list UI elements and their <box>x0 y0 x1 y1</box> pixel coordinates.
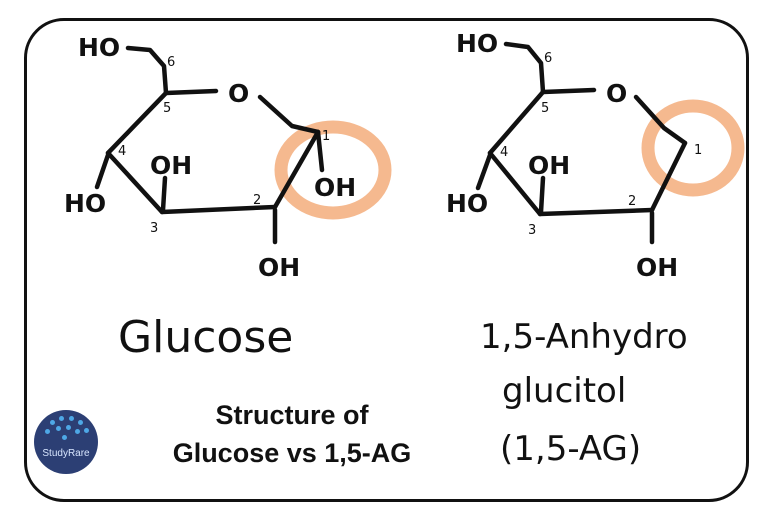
anhydro-bond-o-c1 <box>633 94 688 146</box>
anhydro-oh-c3: OH <box>528 151 570 180</box>
glucose-bond-c3-oh <box>160 175 168 213</box>
anhydro-name-line2: glucitol <box>502 371 626 411</box>
glucose-carbon-1: 1 <box>322 129 330 144</box>
anhydro-bond-c5-o <box>540 87 597 95</box>
glucose-ho-c4: HO <box>64 189 106 218</box>
anhydro-ring-o: O <box>606 79 627 108</box>
anhydro-bond-c2-c1 <box>649 140 688 213</box>
glucose-structure: HO O OH OH OH HO 1 2 3 4 5 6 Glucose <box>64 33 392 363</box>
anhydro-bond-c4-c3 <box>487 150 543 217</box>
glucose-carbon-6: 6 <box>167 55 175 70</box>
anhydro-bond-c3-c2 <box>537 207 655 217</box>
caption-line-2: Glucose vs 1,5-AG <box>172 438 412 468</box>
anhydro-carbon-4: 4 <box>500 145 508 160</box>
anhydro-carbon-3: 3 <box>528 223 536 238</box>
glucose-bond-c2-c1 <box>272 129 321 210</box>
glucose-oh-c1: OH <box>314 173 356 202</box>
anhydro-carbon-6: 6 <box>544 51 552 66</box>
figure-caption: Structure of Glucose vs 1,5-AG <box>142 396 442 472</box>
anhydro-oh-c2: OH <box>636 253 678 282</box>
anhydro-name-line3: (1,5-AG) <box>500 429 641 469</box>
rounded-frame <box>24 18 749 502</box>
anhydro-carbon-5: 5 <box>541 101 549 116</box>
glucose-bond-c4-ho <box>94 152 111 190</box>
anhydro-bond-c5-c4 <box>487 89 546 156</box>
anhydro-ho-c4: HO <box>446 189 488 218</box>
glucose-oh-c2: OH <box>258 253 300 282</box>
glucose-bond-c3-c2 <box>159 204 278 215</box>
anhydro-bond-c3-oh <box>538 175 546 215</box>
logo-text: StudyRare <box>42 448 90 459</box>
anhydro-name-line1: 1,5-Anhydro <box>480 317 688 357</box>
glucose-bond-c1-oh <box>315 129 325 173</box>
glucose-bond-c6 <box>125 45 169 96</box>
caption-line-1: Structure of <box>215 400 369 430</box>
glucose-carbon-5: 5 <box>163 101 171 116</box>
glucose-c1-highlight <box>274 120 392 220</box>
anhydro-bond-c4-ho <box>475 152 493 191</box>
glucose-bond-c4-c3 <box>105 150 165 215</box>
anhydro-ho-top: HO <box>456 29 498 58</box>
glucose-bond-o-c1 <box>257 94 321 135</box>
glucose-carbon-2: 2 <box>253 193 261 208</box>
glucose-bond-c5-c4 <box>105 90 169 156</box>
glucose-name: Glucose <box>118 312 293 363</box>
glucose-bond-c5-o <box>163 88 219 96</box>
anhydroglucitol-structure: HO O OH OH HO 1 2 3 4 5 6 1,5-Anhydro gl… <box>446 29 745 469</box>
anhydro-c1-highlight <box>641 99 745 197</box>
anhydro-carbon-2: 2 <box>628 194 636 209</box>
glucose-carbon-3: 3 <box>150 221 158 236</box>
glucose-ring-o: O <box>228 79 249 108</box>
glucose-oh-c3: OH <box>150 151 192 180</box>
glucose-ho-top: HO <box>78 33 120 62</box>
anhydro-bond-c6 <box>503 41 546 95</box>
glucose-carbon-4: 4 <box>118 144 126 159</box>
anhydro-carbon-1: 1 <box>694 143 702 158</box>
studyrare-logo: StudyRare <box>34 410 98 474</box>
